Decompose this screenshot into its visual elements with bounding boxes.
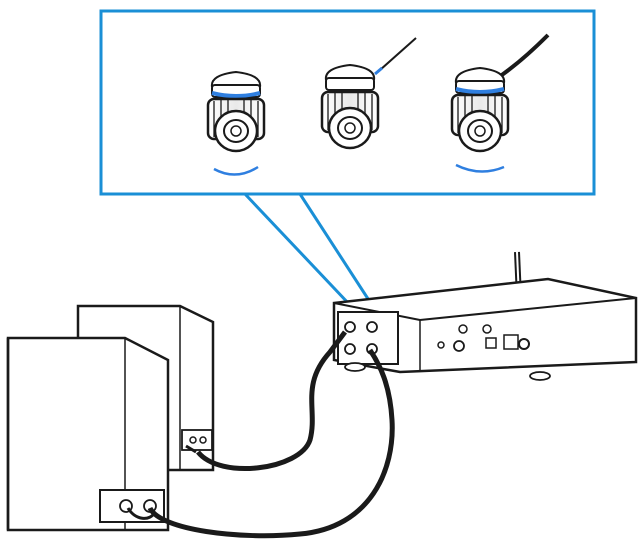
cable-to-rear-speaker	[196, 330, 347, 471]
speaker-left	[6, 336, 170, 532]
speaker-cables	[126, 330, 395, 539]
cable-to-front-speaker	[147, 348, 395, 539]
callout-pointer-right	[298, 193, 374, 306]
terminal-step-3	[450, 33, 550, 173]
receiver	[332, 251, 638, 381]
terminal-step-1	[206, 70, 266, 176]
rotate-clockwise-icon	[455, 163, 505, 173]
ring-accent	[211, 91, 261, 98]
terminal-step-2	[320, 37, 417, 150]
rotate-counterclockwise-icon	[213, 165, 259, 176]
callout-pointer-left	[243, 192, 352, 307]
